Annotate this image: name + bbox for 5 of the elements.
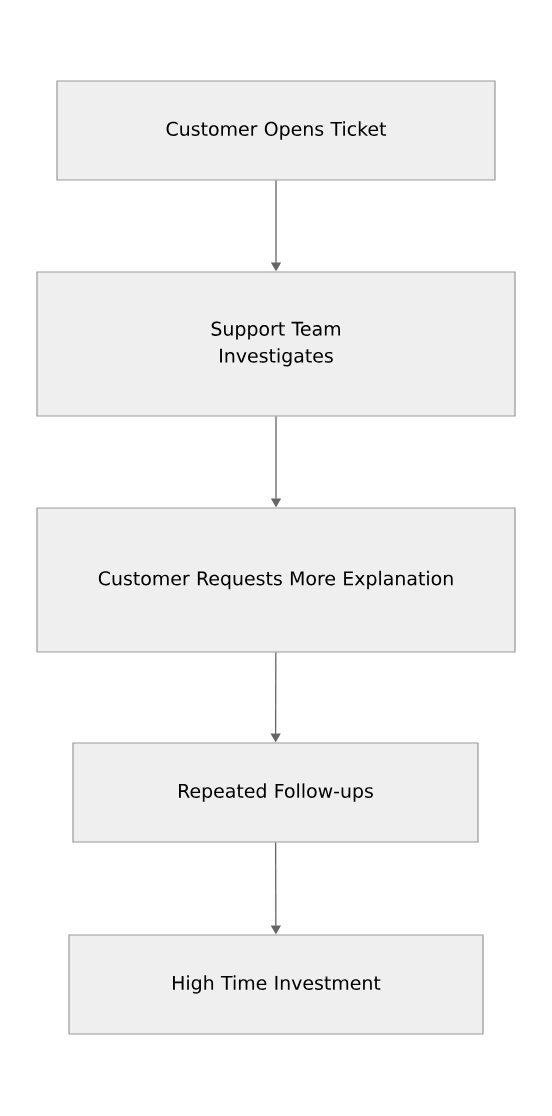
process-box: Customer Opens Ticket bbox=[56, 80, 496, 181]
process-box: Support Team Investigates bbox=[36, 271, 516, 417]
process-box: Customer Requests More Explanation bbox=[36, 507, 516, 653]
process-box: High Time Investment bbox=[68, 934, 484, 1035]
process-box: Repeated Follow-ups bbox=[72, 742, 479, 843]
